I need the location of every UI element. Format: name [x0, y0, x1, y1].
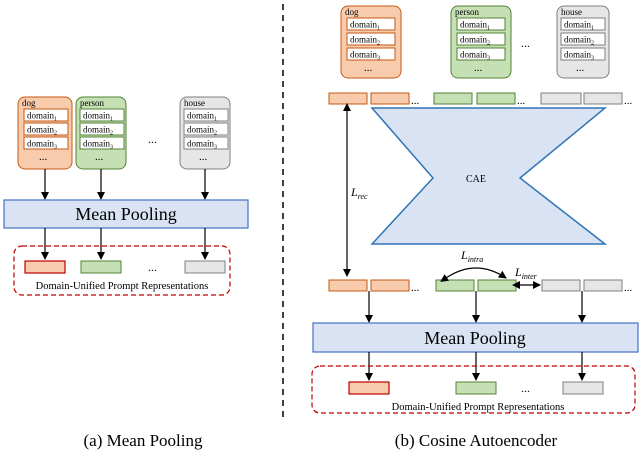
svg-text:domain1: domain1 — [460, 20, 490, 32]
domain-text: domain — [27, 111, 54, 121]
left-group-house: house domain1 domain2 domain3 ... — [179, 96, 231, 170]
group-label: house — [184, 98, 205, 108]
right-group-person: person domain1 domain2 domain3 ... — [450, 5, 512, 79]
left-mean-pooling-box — [3, 199, 249, 229]
svg-text:domain2: domain2 — [83, 125, 113, 137]
left-panel: dog domain1 domain2 domain3 ... person d… — [3, 96, 249, 450]
svg-text:domain1: domain1 — [187, 111, 217, 123]
svg-text:...: ... — [364, 62, 373, 74]
right-rep-dog — [348, 381, 390, 395]
left-rep-dog — [24, 260, 66, 274]
cae-label: CAE — [466, 174, 486, 185]
bottom-token-row: ... ... — [328, 279, 633, 294]
right-group-house: house domain1 domain2 domain3 ... — [556, 5, 610, 79]
svg-text:domain2: domain2 — [564, 35, 594, 47]
left-caption: (a) Mean Pooling — [84, 431, 203, 450]
svg-text:...: ... — [474, 62, 483, 74]
left-group-dog: dog domain1 domain2 domain3 ... — [17, 96, 73, 170]
svg-text:domain3: domain3 — [350, 50, 380, 62]
left-group-person: person domain1 domain2 domain3 ... — [75, 96, 127, 170]
svg-text:domain2: domain2 — [187, 125, 217, 137]
svg-text:domain1: domain1 — [83, 111, 113, 123]
svg-text:...: ... — [411, 282, 420, 294]
svg-text:domain2: domain2 — [27, 125, 57, 137]
l-rec-label: Lrec — [350, 185, 368, 201]
groups-ellipsis: ... — [148, 132, 157, 146]
l-inter-label: Linter — [514, 265, 538, 281]
svg-text:house: house — [561, 7, 582, 17]
svg-text:...: ... — [576, 62, 585, 74]
svg-text:...: ... — [624, 282, 633, 294]
right-mean-pooling-label: Mean Pooling — [424, 328, 526, 348]
domain-text: domain — [27, 139, 54, 149]
group-label: person — [80, 98, 104, 108]
svg-text:domain3: domain3 — [564, 50, 594, 62]
right-caption: (b) Cosine Autoencoder — [395, 431, 558, 450]
svg-text:domain1: domain1 — [27, 111, 57, 123]
right-panel: dog domain1 domain2 domain3 ... person d… — [311, 5, 639, 450]
group-label: dog — [22, 98, 36, 108]
right-rep-container — [311, 365, 636, 414]
svg-text:domain2: domain2 — [350, 35, 380, 47]
group-ellipsis: ... — [39, 151, 48, 163]
right-mean-pooling-box — [312, 322, 639, 353]
l-intra-arrow — [440, 267, 507, 282]
domain-text: domain — [27, 125, 54, 135]
left-mean-pooling-label: Mean Pooling — [75, 204, 177, 224]
rep-ellipsis: ... — [521, 381, 530, 395]
svg-text:...: ... — [517, 95, 526, 107]
left-rep-person — [80, 260, 122, 274]
l-intra-label: Lintra — [460, 248, 483, 264]
left-rep-container — [13, 245, 231, 296]
svg-text:domain3: domain3 — [83, 139, 113, 151]
rep-ellipsis: ... — [148, 260, 157, 274]
svg-text:domain1: domain1 — [564, 20, 594, 32]
svg-text:domain2: domain2 — [460, 35, 490, 47]
right-rep-label: Domain-Unified Prompt Representations — [392, 402, 565, 413]
svg-text:person: person — [455, 7, 479, 17]
svg-text:domain3: domain3 — [460, 50, 490, 62]
left-rep-label: Domain-Unified Prompt Representations — [36, 281, 209, 292]
left-rep-house — [184, 260, 226, 274]
right-rep-person — [455, 381, 497, 395]
svg-text:domain3: domain3 — [27, 139, 57, 151]
cae-block — [370, 107, 608, 245]
svg-text:...: ... — [624, 95, 633, 107]
top-token-row: ... ... ... — [328, 92, 633, 107]
right-rep-house — [562, 381, 604, 395]
svg-text:domain1: domain1 — [350, 20, 380, 32]
right-group-dog: dog domain1 domain2 domain3 ... — [340, 5, 402, 79]
svg-text:...: ... — [411, 95, 420, 107]
groups-ellipsis: ... — [521, 36, 530, 50]
svg-text:domain3: domain3 — [187, 139, 217, 151]
group-ellipsis: ... — [199, 151, 208, 163]
group-ellipsis: ... — [95, 151, 104, 163]
svg-text:dog: dog — [345, 7, 359, 17]
